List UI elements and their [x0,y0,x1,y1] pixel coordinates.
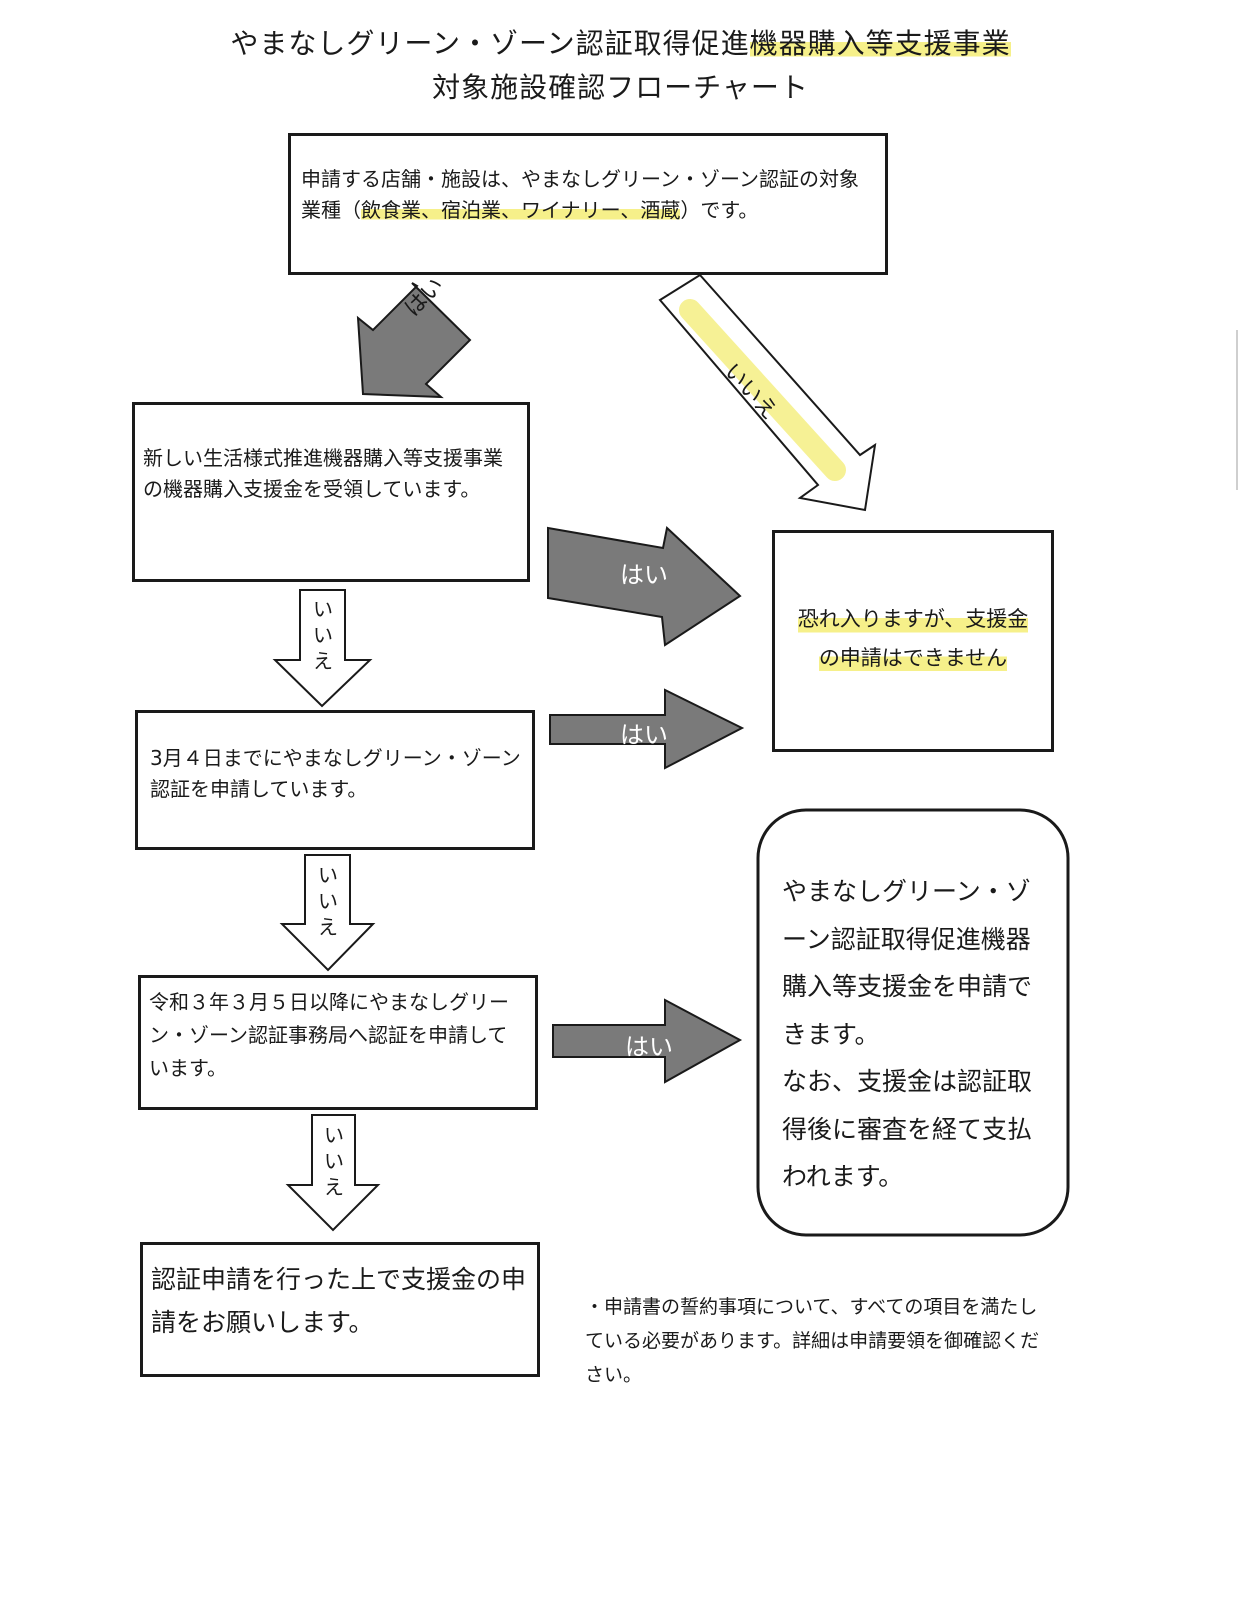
title-line1-plain: やまなしグリーン・ゾーン認証取得促進 [230,27,750,60]
label-q2-no: いいえ [313,597,333,673]
question-2-box: 新しい生活様式推進機器購入等支援事業の機器購入支援金を受領しています。 [132,402,530,582]
question-4-box: 令和３年３月５日以降にやまなしグリーン・ゾーン認証事務局へ認証を申請しています。 [138,975,538,1110]
arrow-q1-no-highlight [679,299,846,481]
question-3-box: 3月４日までにやまなしグリーン・ゾーン認証を申請しています。 [135,710,535,850]
result-ng-line1: 恐れ入りますが、支援金 [797,603,1029,636]
page-title: やまなしグリーン・ゾーン認証取得促進機器購入等支援事業 [0,22,1241,62]
arrow-q3-yes [549,688,745,770]
label-q4-no: いいえ [324,1123,344,1199]
footnote: ・申請書の誓約事項について、すべての項目を満たしている必要があります。詳細は申請… [585,1290,1047,1393]
result-ng-line2: の申請はできません [818,641,1008,675]
question-1-text-b: ）です。 [680,198,759,222]
question-3-text: 3月４日までにやまなしグリーン・ゾーン認証を申請しています。 [150,746,521,801]
label-q4-yes: はい [625,1033,673,1061]
question-1-text-a: 申請する店舗・施設は、やまなしグリーン・ゾーン認証の対象業種（ [301,167,859,222]
label-q3-yes: はい [620,721,668,749]
question-1-box: 申請する店舗・施設は、やまなしグリーン・ゾーン認証の対象業種（飲食業、宿泊業、ワ… [288,133,888,275]
arrow-q2-yes [547,526,742,647]
result-ng-box: 恐れ入りますが、支援金 の申請はできません [772,530,1054,752]
result-ok-text-1: やまなしグリーン・ゾーン認証取得促進機器購入等支援金を申請できます。 [782,877,1033,1049]
result-ok-frame [756,808,1070,1237]
question-1-highlight: 飲食業、宿泊業、ワイナリー、酒蔵 [361,198,681,222]
label-q2-yes: はい [620,561,668,589]
label-q3-no: いいえ [318,863,338,939]
result-apply-box: 認証申請を行った上で支援金の申請をお願いします。 [140,1242,540,1377]
scan-edge-mark [1236,330,1238,490]
question-4-text: 令和３年３月５日以降にやまなしグリーン・ゾーン認証事務局へ認証を申請しています。 [149,990,509,1080]
question-2-text: 新しい生活様式推進機器購入等支援事業の機器購入支援金を受領しています。 [143,446,503,501]
result-ok-text: やまなしグリーン・ゾーン認証取得促進機器購入等支援金を申請できます。 なお、支援… [782,868,1040,1201]
result-apply-text: 認証申請を行った上で支援金の申請をお願いします。 [151,1265,527,1337]
footnote-text: ・申請書の誓約事項について、すべての項目を満たしている必要があります。詳細は申請… [585,1296,1040,1387]
title-line1-highlight: 機器購入等支援事業 [749,27,1011,60]
result-ok-text-2: なお、支援金は認証取得後に審査を経て支払われます。 [782,1067,1033,1191]
arrow-q3-no [279,854,376,972]
arrow-q4-no [285,1114,381,1232]
arrow-q4-yes [552,998,743,1084]
page-subtitle: 対象施設確認フローチャート [432,71,809,104]
arrow-q2-no [272,589,373,708]
arrow-q1-yes [356,282,472,399]
